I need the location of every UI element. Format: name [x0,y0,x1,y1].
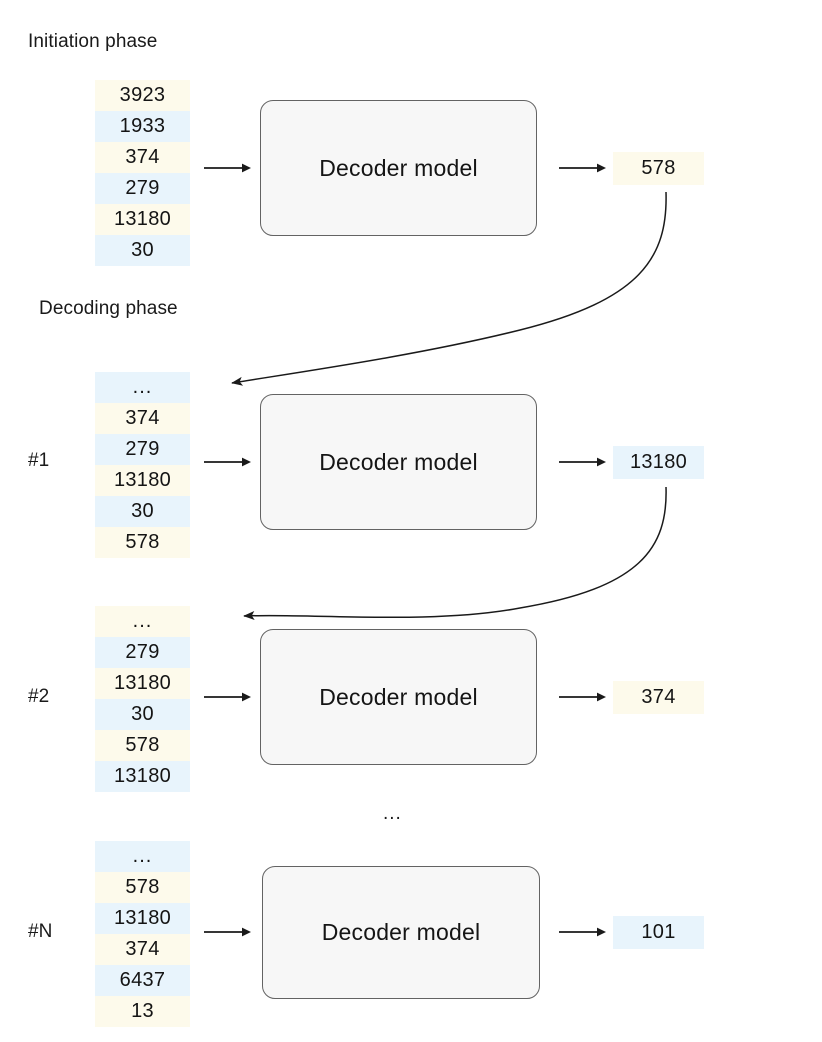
token-cell: 13180 [95,204,190,235]
token-cell: 279 [95,434,190,465]
token-cell: 578 [95,730,190,761]
decoder-model-box-initiation[interactable]: Decoder model [260,100,537,236]
token-cell: 374 [95,934,190,965]
steps-continuation-ellipsis: ... [383,803,402,824]
input-arrow-initiation [204,162,252,174]
token-stack-step2: ... 279 13180 30 578 13180 [95,606,190,792]
token-cell: 374 [95,142,190,173]
token-stack-initiation: 3923 1933 374 279 13180 30 [95,80,190,266]
token-stack-stepn: ... 578 13180 374 6437 13 [95,841,190,1027]
decoder-model-box-step2[interactable]: Decoder model [260,629,537,765]
token-cell: 13 [95,996,190,1027]
output-arrow-initiation [559,162,607,174]
input-arrow-stepn [204,926,252,938]
token-cell: 30 [95,699,190,730]
output-token-step1: 13180 [613,446,704,479]
token-cell: 13180 [95,903,190,934]
output-token-initiation: 578 [613,152,704,185]
step-label-n: #N [28,921,53,942]
token-cell: 279 [95,173,190,204]
step-label-1: #1 [28,450,50,471]
decoder-model-label: Decoder model [319,683,478,710]
input-arrow-step1 [204,456,252,468]
token-cell: ... [95,606,190,637]
token-cell: 1933 [95,111,190,142]
token-cell: 13180 [95,668,190,699]
token-cell: 13180 [95,465,190,496]
token-stack-step1: ... 374 279 13180 30 578 [95,372,190,558]
initiation-phase-title: Initiation phase [28,31,158,52]
input-arrow-step2 [204,691,252,703]
token-cell: 6437 [95,965,190,996]
token-cell: 30 [95,496,190,527]
token-cell: 30 [95,235,190,266]
output-token-step2: 374 [613,681,704,714]
output-arrow-step1 [559,456,607,468]
token-cell: 578 [95,527,190,558]
decoder-model-label: Decoder model [319,448,478,475]
decoding-phase-title: Decoding phase [39,298,178,319]
output-arrow-step2 [559,691,607,703]
step-label-2: #2 [28,686,50,707]
token-cell: 13180 [95,761,190,792]
output-arrow-stepn [559,926,607,938]
token-cell: ... [95,372,190,403]
decoder-model-box-stepn[interactable]: Decoder model [262,866,540,999]
token-cell: 578 [95,872,190,903]
token-cell: 3923 [95,80,190,111]
token-cell: 279 [95,637,190,668]
token-cell: 374 [95,403,190,434]
decoder-model-label: Decoder model [321,919,481,945]
output-token-stepn: 101 [613,916,704,949]
decoder-model-label: Decoder model [319,154,478,181]
token-cell: ... [95,841,190,872]
decoder-model-box-step1[interactable]: Decoder model [260,394,537,530]
